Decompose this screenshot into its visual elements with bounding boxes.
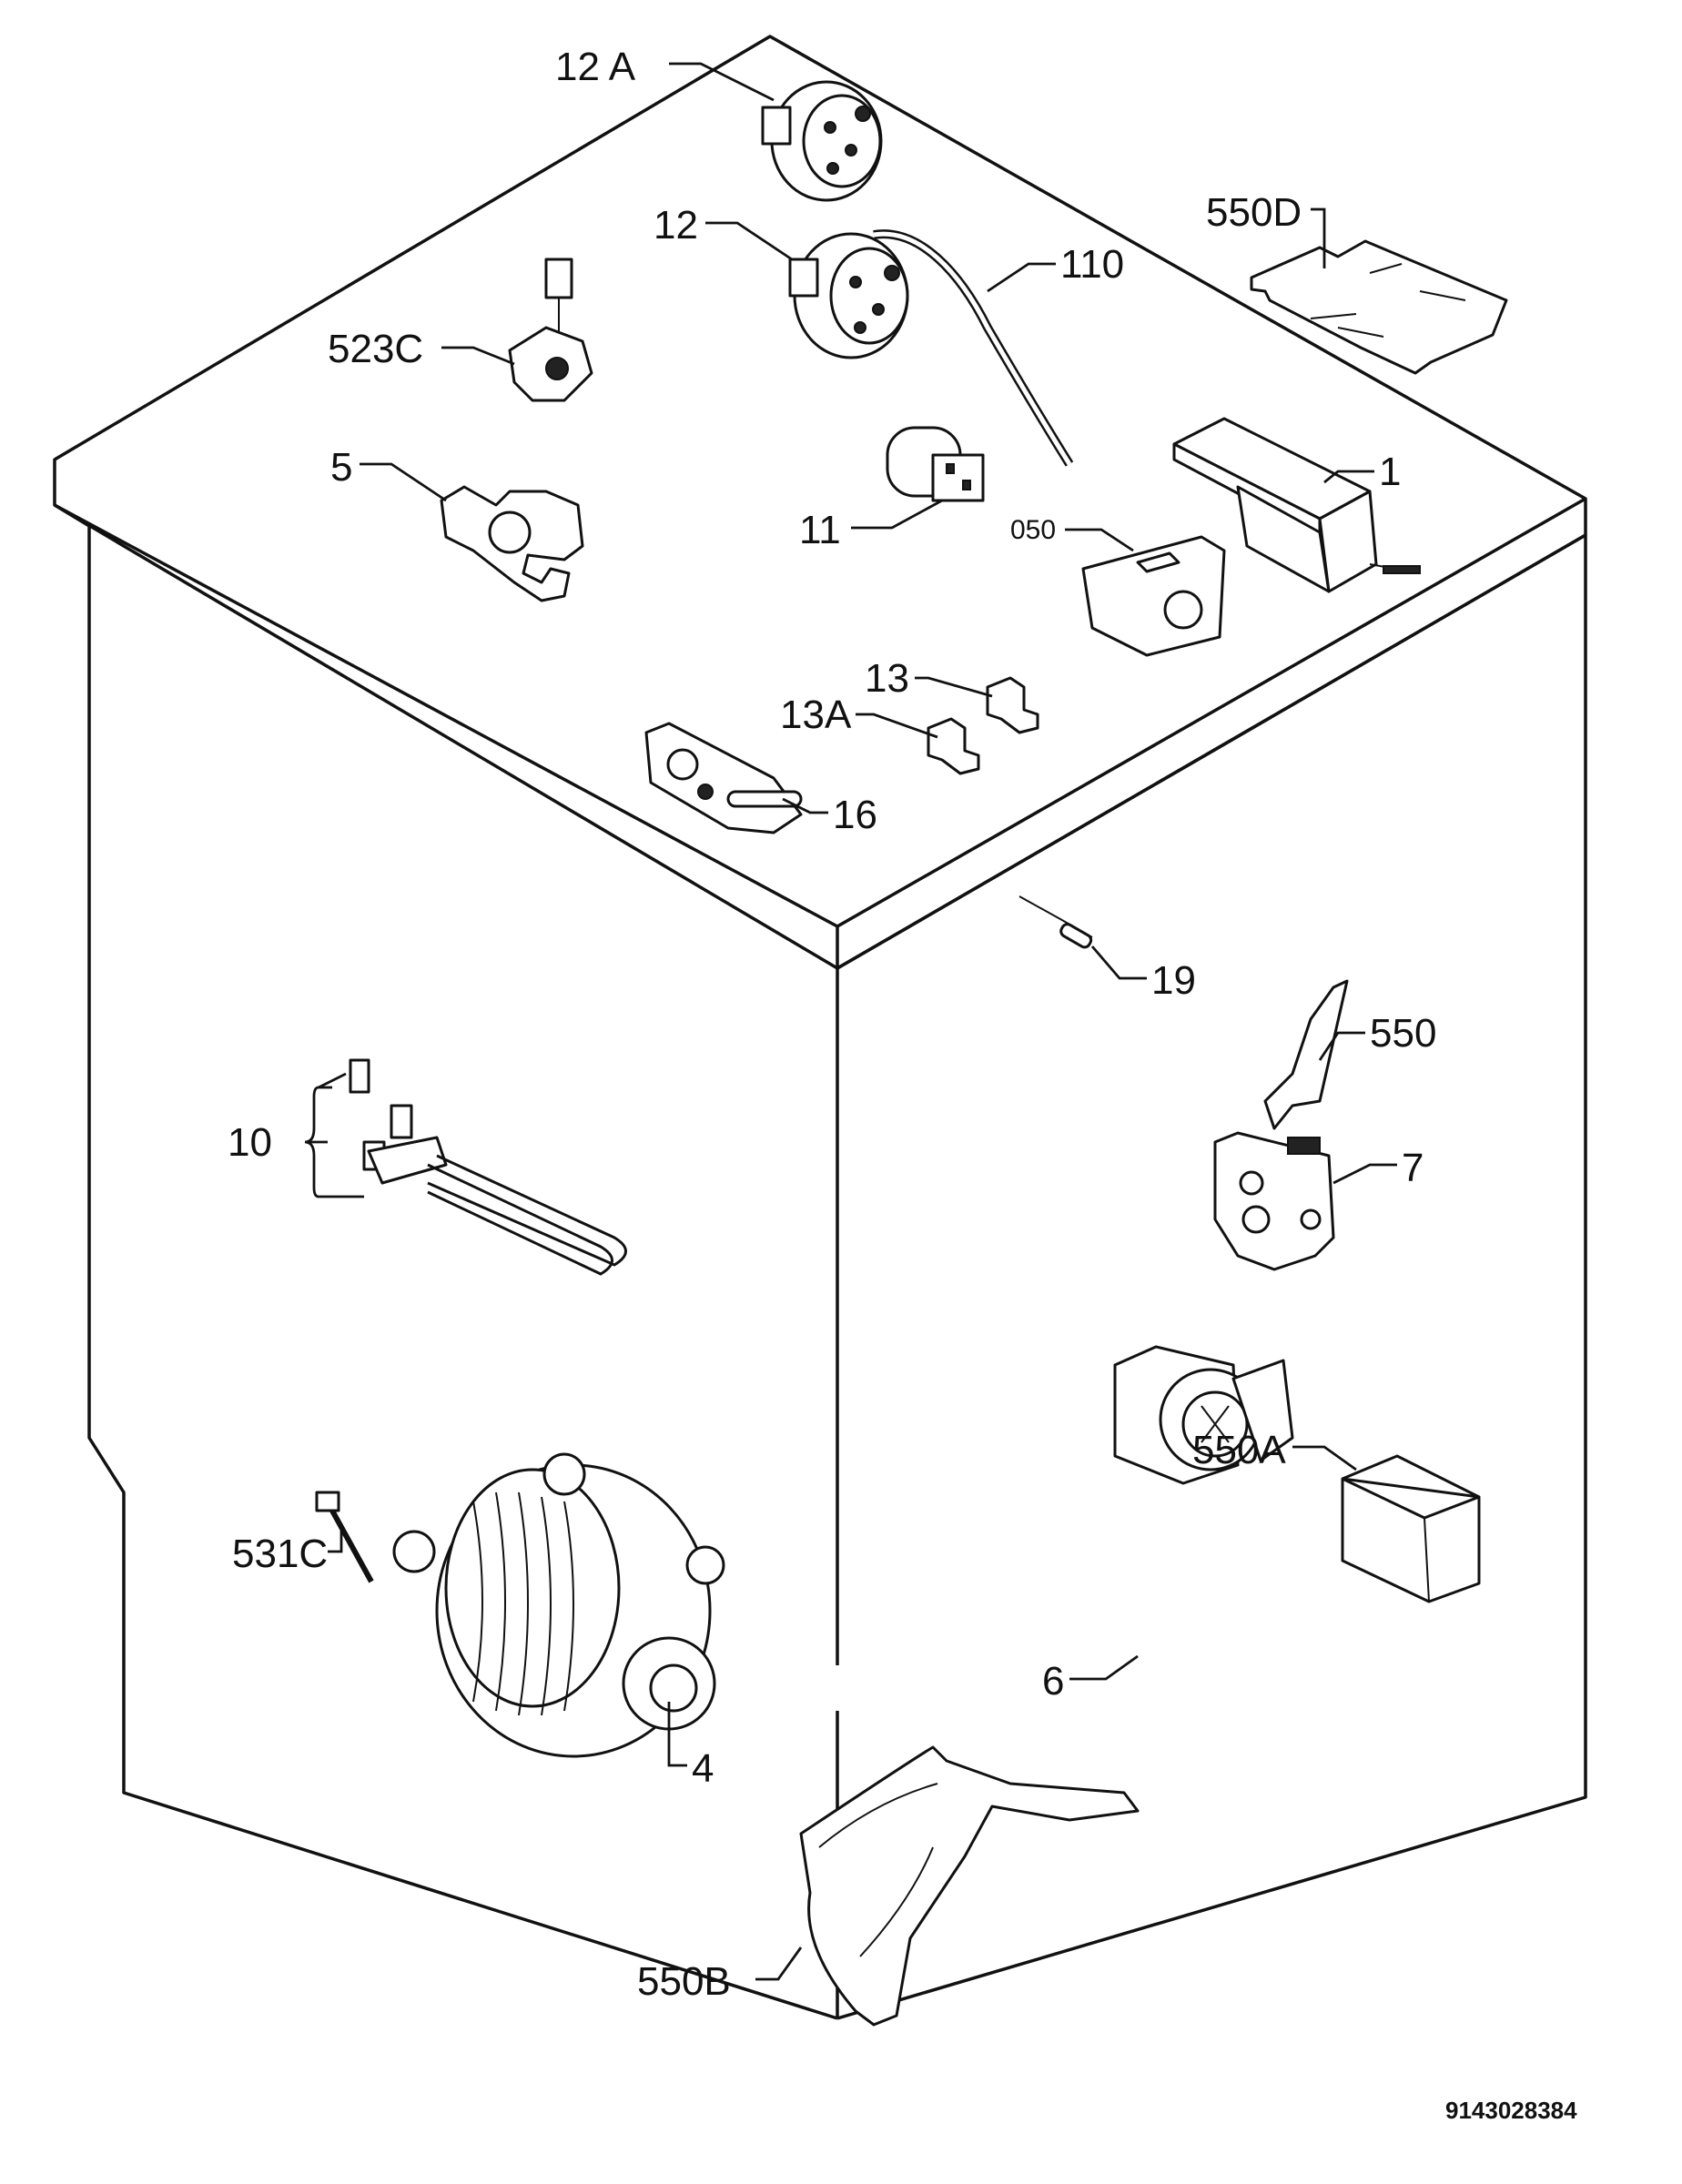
leader-110 [987,262,1056,293]
connector-13 [986,676,1039,734]
leader-550 [1318,1031,1365,1061]
callout-550: 550 [1370,1011,1436,1056]
lever-550 [1263,979,1349,1130]
leader-4 [667,1702,687,1767]
leader-13a [856,713,938,739]
leader-550d [1311,207,1326,268]
heater-10 [349,1058,627,1276]
cover-plate-550d [1250,239,1508,375]
box-550a [1341,1454,1481,1603]
callout-12a: 12 A [555,45,636,89]
pressure-switch-12 [788,232,909,359]
callout-050: 050 [1010,515,1056,545]
cabinet-outline [53,35,1587,2020]
leader-1 [1323,470,1374,484]
capacitor-11 [886,426,985,502]
leader-12 [705,221,793,261]
callout-11: 11 [799,508,841,552]
leader-19 [1090,945,1147,980]
connector-13a [927,717,980,775]
door-lock-16 [644,722,803,834]
callout-550b: 550B [637,1959,731,2004]
cabinet-right-side [836,535,1587,2020]
cabinet-left-side [87,526,838,2020]
leader-16 [782,797,828,814]
callout-5: 5 [330,445,352,490]
screw-531c [315,1491,374,1583]
duct-550b [799,1745,1140,2027]
callout-6: 6 [1042,1659,1064,1704]
switch-7 [1213,1131,1335,1271]
programmer-1 [1172,417,1421,593]
callout-13: 13 [865,656,909,701]
leader-12a [669,62,775,102]
pump-6 [1113,1345,1294,1485]
leader-523c [441,346,515,366]
module-050 [1081,535,1226,657]
pressure-switch-12a [761,80,883,202]
callout-12: 12 [654,203,698,248]
callout-531c: 531C [232,1532,328,1576]
callout-4: 4 [692,1746,714,1791]
callout-1: 1 [1379,450,1401,494]
temp-sensor-19 [1018,895,1093,949]
callout-19: 19 [1151,958,1196,1003]
leader-7 [1332,1163,1397,1185]
leader-5 [360,462,447,502]
leader-550a [1292,1445,1357,1471]
leader-13 [915,676,993,698]
callout-550d: 550D [1206,190,1302,235]
leader-531c [328,1529,343,1553]
callout-550a: 550A [1192,1428,1286,1472]
valve-5 [440,485,584,602]
document-number: 9143028384 [1445,2097,1577,2124]
leader-lines [304,62,1397,1981]
bracket-10 [304,1086,364,1198]
sensor-523c [508,258,593,402]
leader-050 [1065,528,1134,552]
callout-labels: 12 A 12 110 550D 523C 5 11 050 1 13 13A … [228,45,1436,2004]
callout-16: 16 [833,793,877,837]
callout-10: 10 [228,1120,272,1165]
motor-4 [392,1452,725,1758]
leader-6 [1069,1654,1139,1681]
callout-7: 7 [1402,1146,1424,1190]
leader-550b [755,1946,803,1981]
leader-11 [851,499,943,530]
callout-110: 110 [1060,242,1124,287]
callout-13a: 13A [780,693,852,737]
callout-523c: 523C [328,327,423,371]
